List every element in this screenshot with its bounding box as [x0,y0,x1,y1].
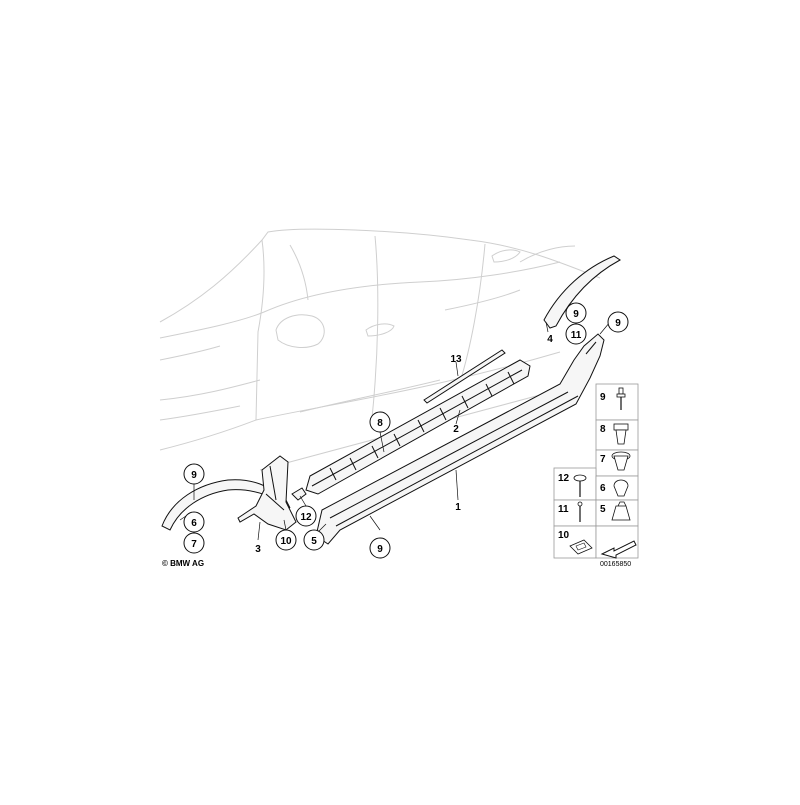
label-1: 1 [455,502,461,513]
copyright-text: © BMW AG [162,559,204,568]
rear-wheel-arch-part [543,255,621,329]
direction-arrow-icon [600,540,637,559]
legend-cell-12 [553,467,597,501]
svg-text:9: 9 [191,470,197,481]
fastener-legend: 9 8 7 12 6 11 5 10 [553,383,639,559]
svg-text:6: 6 [600,483,606,494]
car-body-outline [159,228,601,471]
legend-cell-9 [595,383,639,421]
svg-text:1: 1 [455,502,461,513]
callout-6: 6 [183,511,205,533]
bracket-clip-icon-5 [611,501,631,521]
svg-text:7: 7 [191,539,197,550]
callout-12: 12 [295,505,317,527]
svg-text:9: 9 [615,318,621,329]
callout-7: 7 [183,532,205,554]
callout-8: 8 [369,411,391,433]
legend-cell-11 [553,499,597,527]
label-3: 3 [255,544,261,555]
svg-text:2: 2 [453,424,459,435]
door-handle-outline [365,323,395,337]
callout-10: 10 [275,529,297,551]
svg-text:5: 5 [311,536,317,547]
clip-icon-8 [613,423,629,445]
callout-9-rear: 9 [565,302,587,324]
svg-text:9: 9 [600,392,606,403]
svg-text:8: 8 [600,424,606,435]
svg-text:12: 12 [300,512,312,523]
svg-text:10: 10 [280,536,292,547]
rivet-icon-9 [616,387,626,410]
svg-text:5: 5 [600,504,606,515]
side-sill-part [315,333,605,545]
grommet-icon-7 [611,451,631,471]
front-shield-part [237,455,297,531]
callout-11: 11 [565,323,587,345]
trim-strip-part [423,349,506,404]
callout-5: 5 [303,529,325,551]
side-mirror-outline [275,314,325,348]
callout-9-tail: 9 [607,311,629,333]
support-bracket-part [305,359,531,495]
callout-9-front: 9 [183,463,205,485]
clip-nut-icon-10 [569,539,593,555]
label-13: 13 [450,354,462,365]
svg-text:4: 4 [547,334,553,345]
svg-text:9: 9 [377,544,383,555]
svg-text:7: 7 [600,454,606,465]
rear-door-handle-outline [491,249,521,263]
svg-text:11: 11 [571,330,582,341]
svg-text:10: 10 [558,530,570,541]
diagram-id: 00165850 [600,561,631,568]
bracket-12-part [291,487,307,501]
callout-9-sill: 9 [369,537,391,559]
svg-text:11: 11 [558,504,569,515]
svg-text:3: 3 [255,544,261,555]
label-4: 4 [547,334,553,345]
label-2: 2 [453,424,459,435]
svg-text:13: 13 [450,354,462,365]
svg-text:12: 12 [558,473,570,484]
pin-icon-11 [577,501,583,522]
svg-text:6: 6 [191,518,197,529]
legend-cell-10 [553,525,597,559]
expansion-nut-icon-6 [613,479,629,497]
svg-text:8: 8 [377,418,383,429]
svg-text:9: 9 [573,309,579,320]
leader-lines [179,311,611,541]
screw-icon-12 [573,474,587,497]
